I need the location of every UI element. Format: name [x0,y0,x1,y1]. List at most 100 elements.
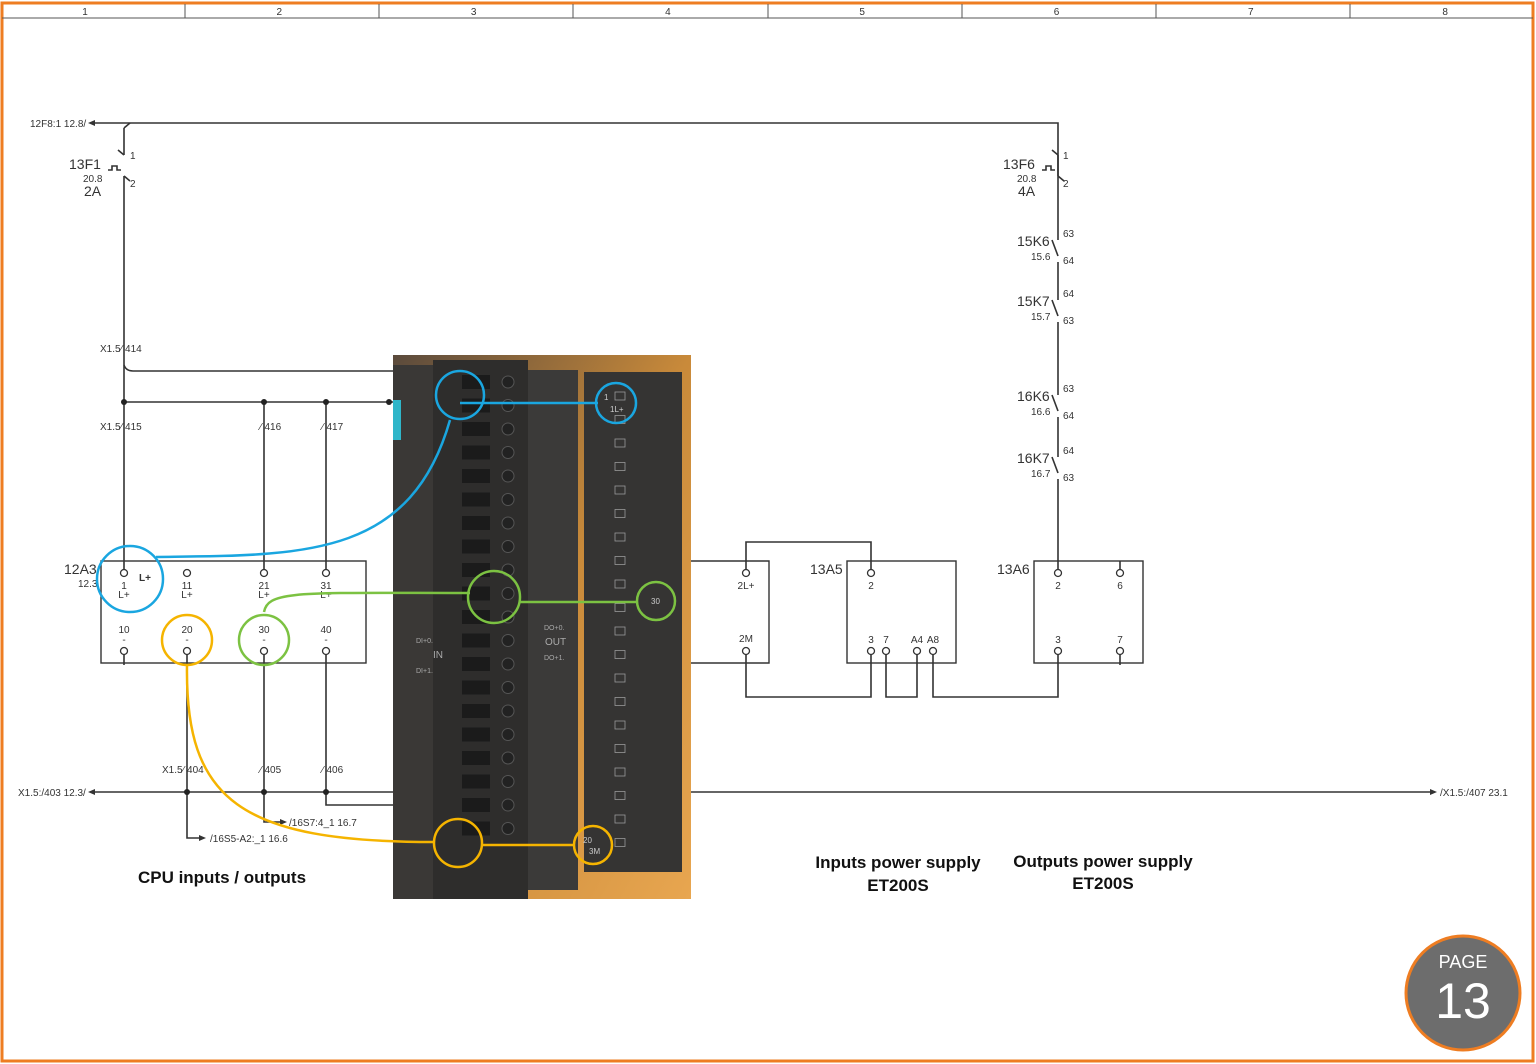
contact-name: 15K7 [1017,293,1050,309]
terminal [321,568,331,578]
annotation-blue [95,369,638,614]
terminal-screw [501,399,515,412]
photo-label: 1 [604,393,609,402]
relay-symbol [614,462,626,471]
pin-label: 63 [1063,473,1075,484]
fuse-13f6: 13F6 20.8 4A 1 2 [1003,151,1069,199]
wire-406: ⁄ 406 [319,765,344,776]
page-badge: PAGE 13 [1404,934,1522,1052]
terminal-label: L+ [181,590,193,601]
terminal-screw [501,751,515,765]
contact-symbol [1051,456,1059,474]
relay-symbol [614,650,626,659]
terminal [1053,568,1063,578]
terminal-label: L+ [320,590,332,601]
column-number: 1 [82,7,88,18]
terminal-label: 2M [739,634,753,645]
relay-symbol [614,720,626,730]
terminal-slot [462,539,490,554]
ref-bottom-in: X1.5:/403 12.3/ [18,788,86,799]
terminal-screw [501,775,515,788]
terminal-slot [462,774,490,789]
fuse-ref: 20.8 [1017,174,1037,185]
fuse-name: 13F6 [1003,156,1035,172]
annotation-green [237,569,677,667]
relay-symbol [614,391,626,401]
module-ref: 12.3 [78,579,98,590]
terminal-screw [501,798,515,812]
photo-label: DI+1. [416,668,433,675]
column-number: 7 [1248,7,1254,18]
terminal-label: A4 [911,635,924,646]
module-name: 13A6 [997,561,1030,577]
ref-16s5: /16S5-A2:_1 16.6 [210,834,288,845]
terminal-slot [462,657,490,671]
terminal-screw [501,375,515,389]
pin-label: 1 [1063,151,1069,162]
terminal-slot [462,445,490,460]
pin-label: 64 [1063,446,1075,457]
fuse-name: 13F1 [69,156,101,172]
pin-label: 2 [1063,179,1069,190]
terminal-slot [462,798,490,812]
terminal-slot [462,563,490,577]
terminal-screw [501,469,515,483]
terminal-slot [462,727,490,742]
terminal-label: 3 [868,635,874,646]
terminal [1115,646,1125,656]
relay-symbol [614,603,626,612]
terminal-slot [462,398,490,413]
column-number: 4 [665,7,671,18]
terminal-label: A8 [927,635,940,646]
et200s-output-box: 2L+ 2M [691,560,770,664]
terminal-screw [501,704,515,718]
terminal-slot [462,492,490,507]
contact-name: 15K6 [1017,233,1050,249]
column-number: 2 [277,7,283,18]
terminal [912,646,922,656]
fuse-13f1: 13F1 20.8 2A 1 2 [69,151,136,199]
wire-417: ⁄ 417 [319,422,344,433]
terminal-slot [462,469,490,483]
wire-405: ⁄ 405 [257,765,282,776]
fuse-ref: 20.8 [83,174,103,185]
contact-chain: 15K615.6636415K715.7646316K616.6636416K7… [1017,229,1075,484]
terminal-screw [501,634,515,647]
contact-ref: 16.6 [1031,407,1051,418]
terminal [1115,568,1125,578]
pin-label: 1 [130,151,136,162]
terminal-label: 6 [1117,581,1123,592]
photo-label: 3M [589,847,600,856]
annotation-yellow [160,613,614,869]
relay-symbol [614,814,626,824]
relay-symbol [614,673,626,683]
column-number: 5 [859,7,865,18]
terminal-screw [501,540,515,553]
pin-label: 63 [1063,229,1075,240]
terminal-number: 30 [258,625,270,636]
pin-label: 64 [1063,256,1075,267]
module-photo: IN OUT DI+0. DI+1. DO+0. DO+1. 1 1L+ 30 … [393,355,691,899]
contact-ref: 16.7 [1031,469,1051,480]
terminal-label: - [122,635,125,646]
contact-symbol [1051,299,1059,317]
terminal-slot [462,704,490,718]
terminal [321,646,331,656]
terminal-number: 1 [121,581,127,592]
relay-symbol [614,697,626,706]
terminal-screw [501,516,515,530]
wiring [88,120,1437,841]
contact-name: 16K6 [1017,388,1050,404]
cpu-module-12a3: 12A3 12.3 L+ 1L+10-11L+20-21L+30-31L+40- [64,560,367,664]
terminal [119,646,129,656]
wire-404: X1.5⁄ 404 [162,765,204,776]
wire-414: X1.5⁄ 414 [100,344,142,355]
terminal-screw [501,446,515,459]
terminal-number: 40 [320,625,332,636]
terminal-slot [462,422,490,436]
relay-symbol [614,438,626,448]
